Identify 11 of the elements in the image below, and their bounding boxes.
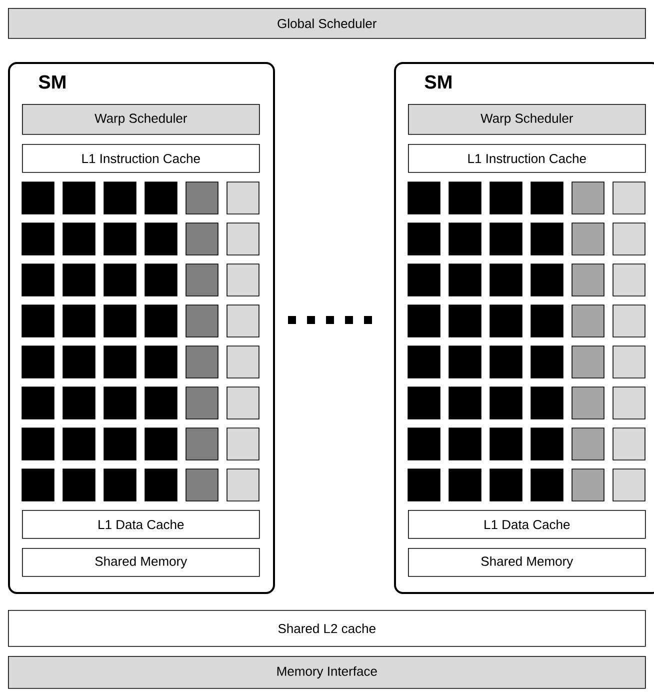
cache-box: L1 Instruction Cache	[408, 144, 646, 173]
cache-box: L1 Data Cache	[22, 510, 260, 539]
cache-bar: Shared L2 cache	[8, 610, 646, 647]
scheduler-box: Warp Scheduler	[22, 104, 260, 135]
scheduler-box: Warp Scheduler	[408, 104, 646, 135]
memory-box: Shared Memory	[408, 548, 646, 577]
interface-bar: Memory Interface	[8, 656, 646, 689]
cache-box: L1 Instruction Cache	[22, 144, 260, 173]
cache-box: L1 Data Cache	[408, 510, 646, 539]
scheduler-bar: Global Scheduler	[8, 8, 646, 39]
memory-box: Shared Memory	[22, 548, 260, 577]
